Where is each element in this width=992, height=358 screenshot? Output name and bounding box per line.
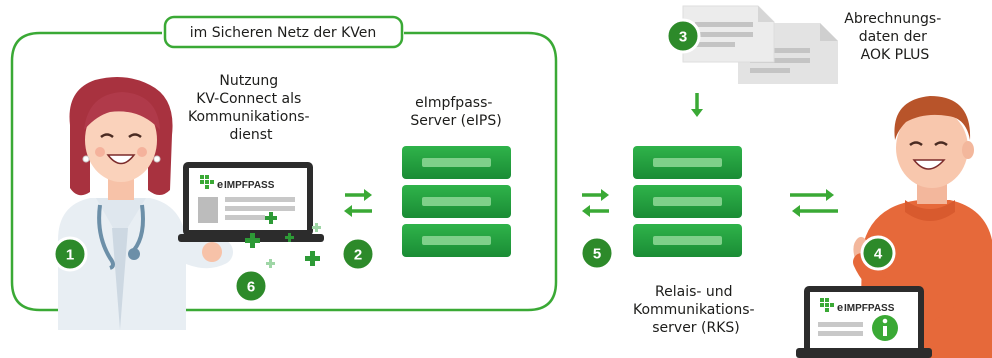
eips-label: eImpfpass- Server (eIPS) [410,95,501,129]
eimpfpass-logo-icon [820,298,834,312]
step-badge-5: 5 [579,235,615,271]
svg-text:6: 6 [247,279,255,296]
billing-label: Abrechnungs- daten der AOK PLUS [844,11,945,63]
doctor-laptop-brand-prefix: e [217,179,223,191]
step-badge-6: 6 [233,268,269,304]
secure-network-label-box [163,15,404,49]
rks-label: Relais- und Kommunikations- server (RKS) [633,284,759,336]
rks-patient-arrows [790,189,838,217]
svg-text:3: 3 [679,29,687,46]
rks-server-icon [633,146,742,257]
down-arrow-icon [691,93,703,117]
plus-icon [245,212,320,266]
billing-documents-icon [682,5,838,84]
plus-icon-light [266,223,321,268]
eips-rks-arrows [582,189,609,217]
doctor-laptop-brand: IMPFPASS [224,180,275,191]
step-badge-2: 2 [340,236,376,272]
svg-text:2: 2 [354,247,362,264]
kv-connect-label: Nutzung KV-Connect als Kommunikations- d… [188,73,314,143]
secure-network-frame [10,31,558,312]
svg-text:4: 4 [874,246,883,263]
step-badge-1: 1 [52,236,88,272]
svg-text:5: 5 [593,246,601,263]
secure-network-label: im Sicheren Netz der KVen [190,25,377,41]
patient-laptop-brand: IMPFPASS [844,303,895,314]
patient-laptop-brand-prefix: e [837,302,843,314]
svg-text:1: 1 [66,247,74,264]
doctor-eips-arrows [344,189,372,217]
eips-server-icon [402,146,511,257]
step-badge-4: 4 [860,235,896,271]
doctor-figure [58,76,233,330]
patient-laptop-icon: e IMPFPASS [796,286,932,358]
step-badge-3: 3 [665,18,701,54]
doctor-laptop-icon: e IMPFPASS [178,162,324,242]
eimpfpass-logo-icon [200,175,214,189]
